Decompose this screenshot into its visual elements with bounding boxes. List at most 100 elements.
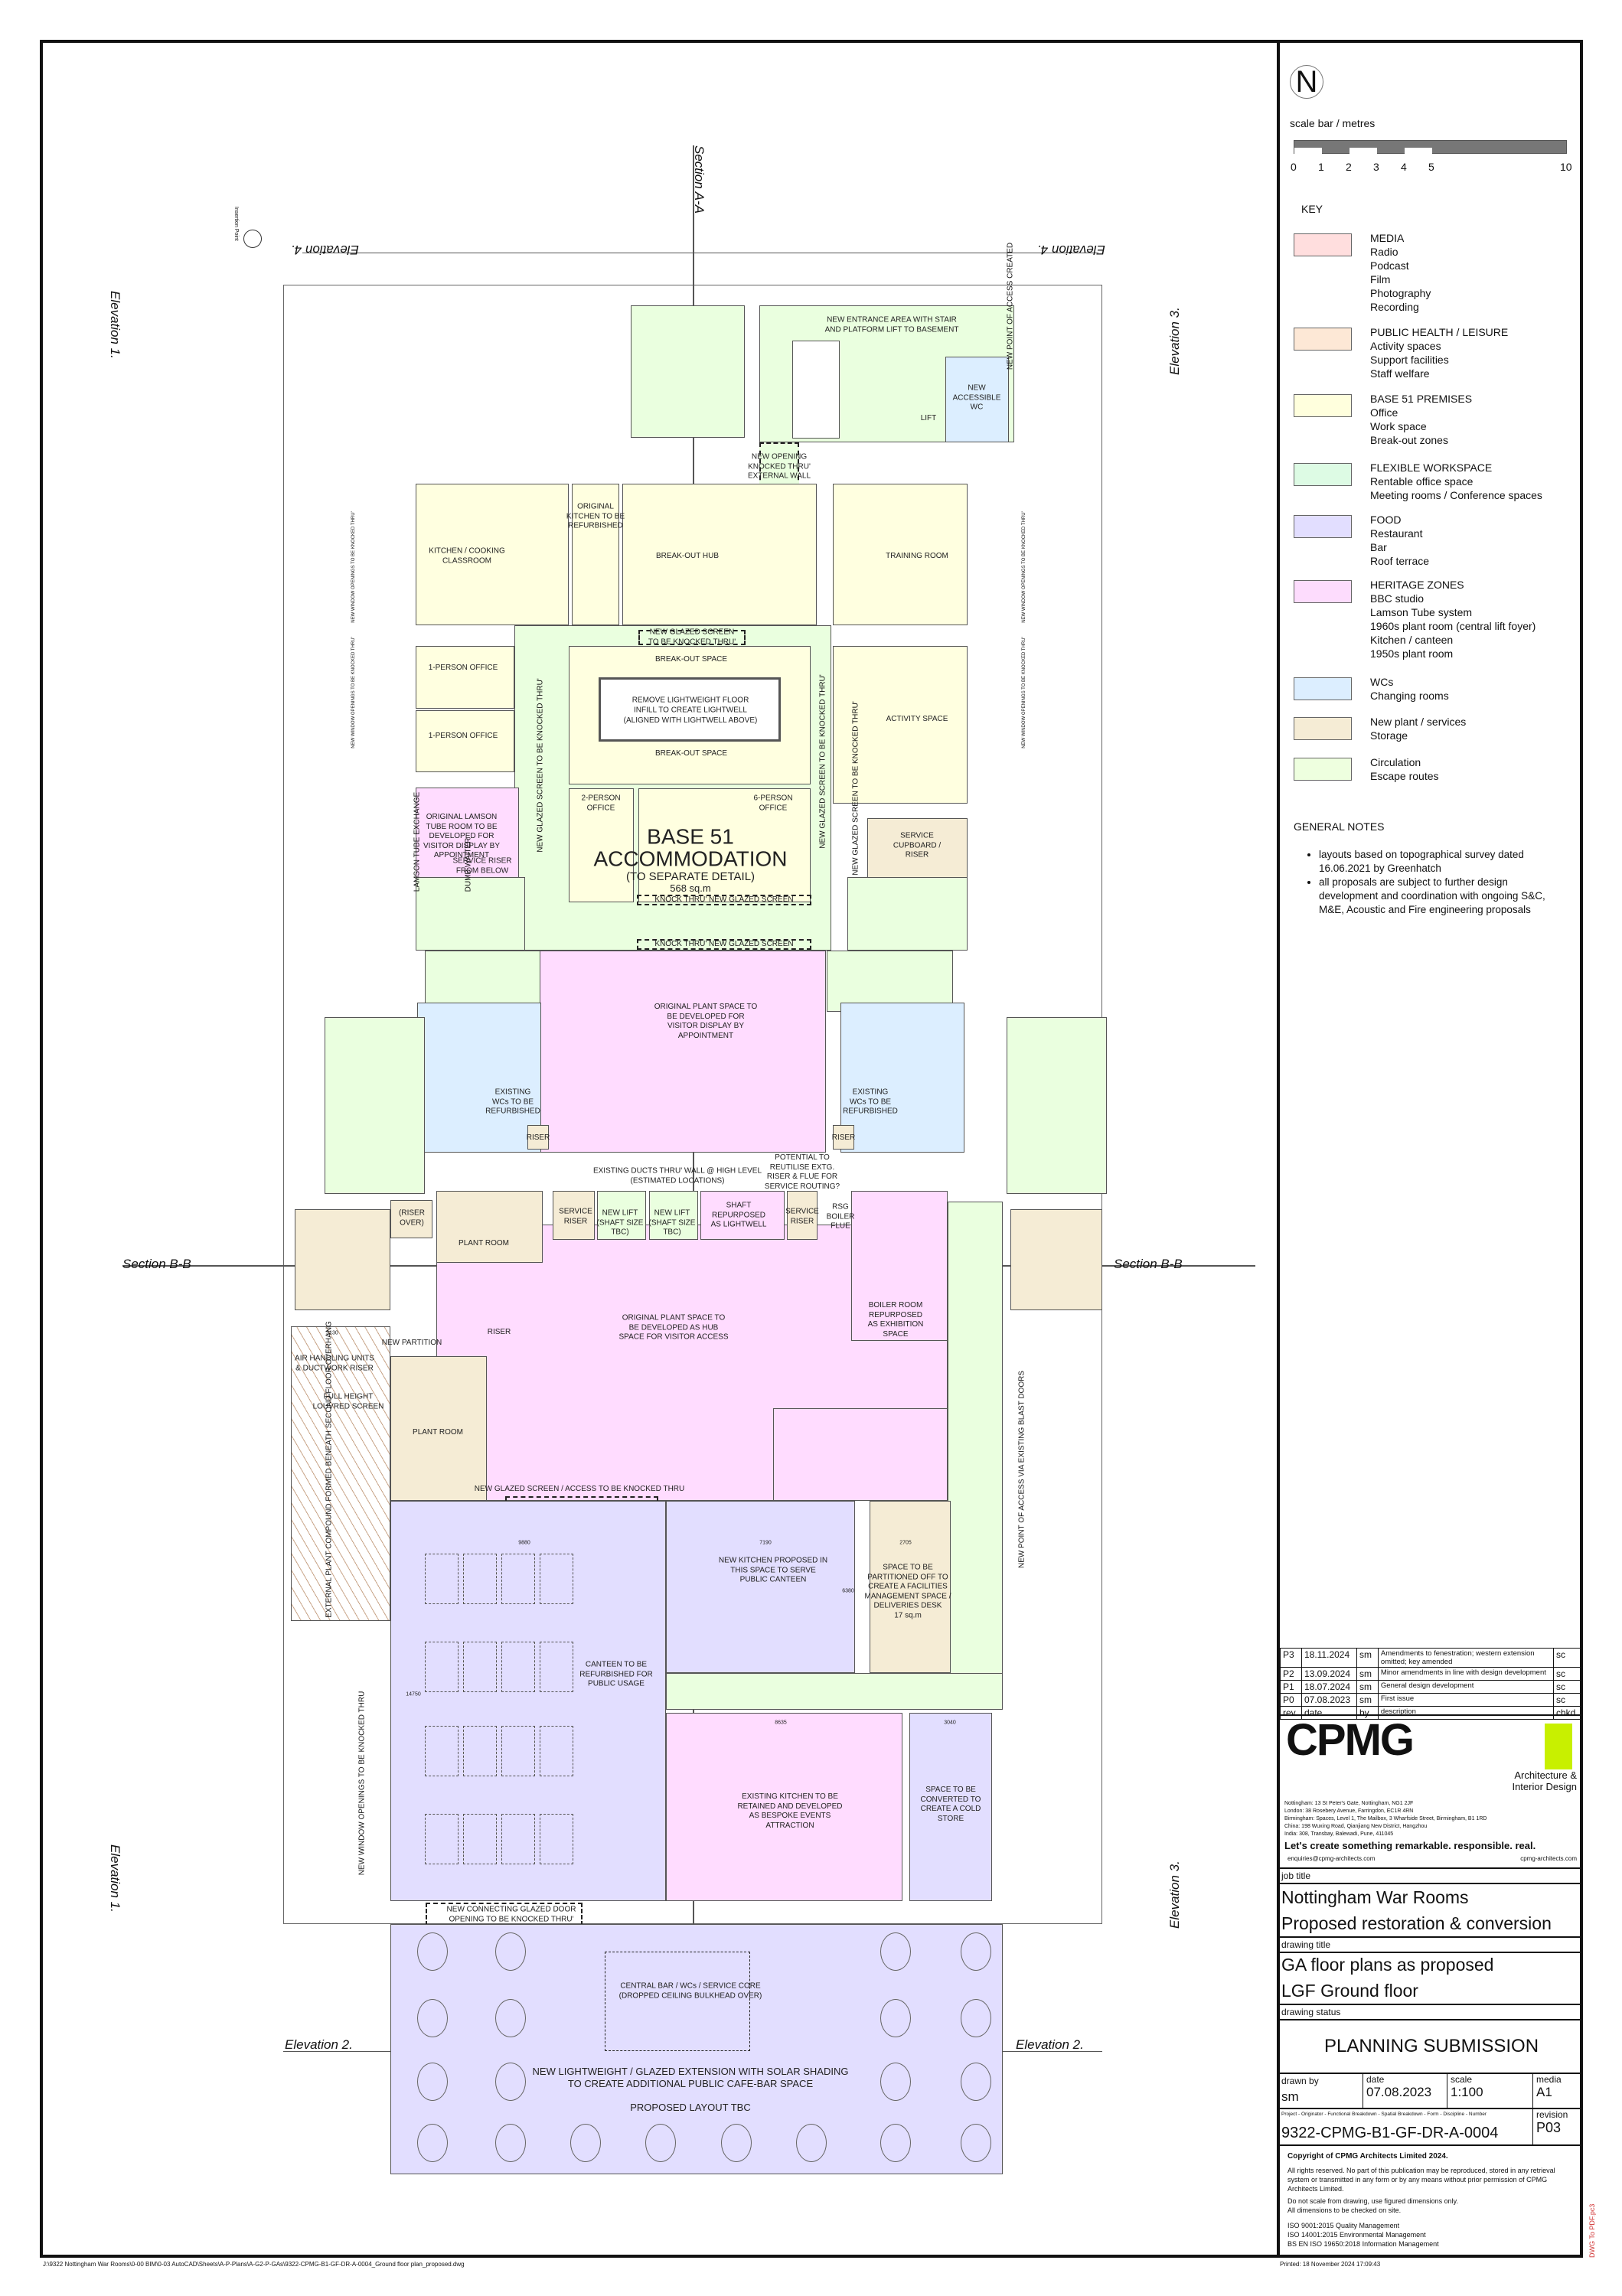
label-new-lift-2: NEW LIFT (SHAFT SIZE TBC) [648, 1208, 696, 1237]
room-fm-space [870, 1501, 951, 1673]
canteen-table [540, 1554, 573, 1604]
label-glazed-door: NEW CONNECTING GLAZED DOOR OPENING TO BE… [446, 1905, 576, 1924]
address: Nottingham: 13 St Peter's Gate, Nottingh… [1284, 1801, 1414, 1806]
address: India: 308, Transbay, Balewadi, Pune, 41… [1284, 1831, 1394, 1837]
drawing-title-label: drawing title [1281, 1939, 1331, 1950]
label-ducts: EXISTING DUCTS THRU' WALL @ HIGH LEVEL (… [592, 1166, 762, 1186]
label-entrance: NEW ENTRANCE AREA WITH STAIR AND PLATFOR… [824, 315, 959, 334]
canteen-table [540, 1726, 573, 1776]
cafe-table [417, 2063, 448, 2101]
copyright: Copyright of CPMG Architects Limited 202… [1287, 2152, 1448, 2161]
label-accessible-wc: NEW ACCESSIBLE WC [952, 383, 1001, 412]
cafe-table [645, 2124, 676, 2162]
section-aa-ref: Section A-A [692, 145, 707, 214]
label-external-plant: EXTERNAL PLANT COMPOUND FORMED BENEATH S… [325, 1321, 334, 1618]
room-wcs-west [417, 1003, 541, 1153]
canteen-table [501, 1554, 535, 1604]
key-label: PUBLIC HEALTH / LEISURE Activity spaces … [1370, 326, 1509, 380]
service-riser-1 [553, 1191, 595, 1240]
room-office-1b [416, 710, 514, 772]
label-base51-title: BASE 51 ACCOMMODATION [593, 824, 788, 871]
label-office2: 2-PERSON OFFICE [581, 794, 621, 813]
key-label: New plant / services Storage [1370, 716, 1467, 742]
label-glazed-screen-mid: NEW GLAZED SCREEN TO BE KNOCKED THRU' [818, 674, 827, 849]
label-glazed-screen-top: NEW GLAZED SCREEN TO BE KNOCKED THRU' [648, 628, 736, 647]
rev-by: sm [1356, 1648, 1379, 1668]
elev3-ref-top: Elevation 3. [1167, 307, 1182, 375]
key-swatch [1294, 233, 1352, 256]
label-lightwell: REMOVE LIGHTWEIGHT FLOOR INFILL TO CREAT… [632, 696, 749, 715]
label-lift: LIFT [920, 413, 937, 422]
label-knock-thru-1: KNOCK THRU' NEW GLAZED SCREEN [654, 895, 794, 904]
label-service-riser-below: SERVICE RISER FROM BELOW [452, 856, 512, 876]
dimension-8635: 8635 [775, 1720, 787, 1726]
label-new-partition: NEW PARTITION [381, 1338, 442, 1347]
printed-date: Printed: 18 November 2024 17:09:43 [1280, 2261, 1381, 2268]
job-title-label: job title [1281, 1870, 1311, 1881]
elev2-ref-right: Elevation 2. [1016, 2037, 1084, 2052]
new-opening [759, 442, 799, 488]
company-tagline: Architecture & Interior Design [1512, 1769, 1577, 1792]
rev-desc: description [1377, 1706, 1555, 1720]
slogan: Let's create something remarkable. respo… [1284, 1840, 1536, 1851]
rev-by: sm [1356, 1693, 1379, 1707]
room-canteen [390, 1501, 666, 1901]
label-window-left-top: NEW WINDOW OPENINGS TO BE KNOCKED THRU' [351, 511, 356, 623]
rev-desc: General design development [1377, 1680, 1555, 1694]
rev-date: 13.09.2024 [1301, 1667, 1357, 1681]
date: 07.08.2023 [1366, 2085, 1432, 2099]
scale-tick: 3 [1373, 161, 1379, 173]
key-label: BASE 51 PREMISES Office Work space Break… [1370, 393, 1473, 446]
room-new-kitchen [666, 1501, 855, 1673]
shaft-lightwell [700, 1191, 785, 1240]
label-orig-plant-hub: ORIGINAL PLANT SPACE TO BE DEVELOPED AS … [618, 1313, 729, 1342]
canteen-table [540, 1642, 573, 1692]
label-service-cupboard: SERVICE CUPBOARD / RISER [893, 831, 942, 859]
key-label: FOOD Restaurant Bar Roof terrace [1370, 514, 1430, 567]
glazed-screen-top [638, 630, 746, 645]
riser-east [833, 1125, 854, 1150]
website-link[interactable]: cpmg-architects.com [1520, 1855, 1577, 1862]
room-wcs-east [840, 1003, 964, 1153]
dimension-14750: 14750 [406, 1691, 421, 1698]
drawing-status-label: drawing status [1281, 2007, 1341, 2017]
label-central-bar: CENTRAL BAR / WCs / SERVICE CORE (DROPPE… [618, 1981, 762, 2001]
scale-tick: 1 [1318, 161, 1324, 173]
email-link[interactable]: enquiries@cpmg-architects.com [1287, 1855, 1376, 1862]
cafe-table [570, 2124, 601, 2162]
cpmg-logo: CPMG [1286, 1715, 1415, 1765]
rev-chkd: sc [1553, 1667, 1583, 1681]
label-service-riser-2: SERVICE RISER [785, 1207, 819, 1226]
dimension-6380: 6380 [842, 1588, 854, 1594]
scale-tick: 10 [1560, 161, 1572, 173]
media: A1 [1536, 2085, 1552, 2099]
rev-desc: First issue [1377, 1693, 1555, 1707]
dimension-2705: 2705 [899, 1540, 912, 1546]
cafe-table [961, 1932, 991, 1971]
key-swatch [1294, 580, 1352, 603]
corridor-east [948, 1202, 1003, 1703]
address: Birmingham: Spaces, Level 1, The Mailbox… [1284, 1816, 1487, 1821]
label-window-left-bottom: NEW WINDOW OPENINGS TO BE KNOCKED THRU [357, 1691, 367, 1876]
canteen-table [463, 1642, 497, 1692]
room-training [833, 484, 968, 625]
knock-thru-1 [637, 895, 811, 905]
label-potential: POTENTIAL TO REUTILISE EXTG. RISER & FLU… [764, 1153, 840, 1191]
label-glazed-screen-left: NEW GLAZED SCREEN TO BE KNOCKED THRU' [536, 678, 545, 853]
label-window-right-top: NEW WINDOW OPENINGS TO BE KNOCKED THRU' [1022, 511, 1026, 623]
canteen-table [501, 1642, 535, 1692]
label-glazed-screen-right: NEW GLAZED SCREEN TO BE KNOCKED THRU' [851, 701, 860, 876]
canteen-table [463, 1814, 497, 1864]
scale-bar [1294, 140, 1567, 154]
room-accessible-wc [945, 357, 1009, 442]
label-breakout-space-top: BREAK-OUT SPACE [654, 654, 728, 664]
pdf-tag: DWG To PDF.pc3 [1588, 2203, 1596, 2258]
label-access-created: NEW POINT OF ACCESS CREATED [1006, 242, 1015, 370]
elev1-ref-top: Elevation 1. [108, 291, 122, 359]
label-original-kitchen: ORIGINAL KITCHEN TO BE REFURBISHED [566, 502, 625, 530]
cafe-table [880, 1932, 911, 1971]
dimension-7190: 7190 [759, 1540, 772, 1546]
label-riser-left: RISER [526, 1133, 550, 1142]
